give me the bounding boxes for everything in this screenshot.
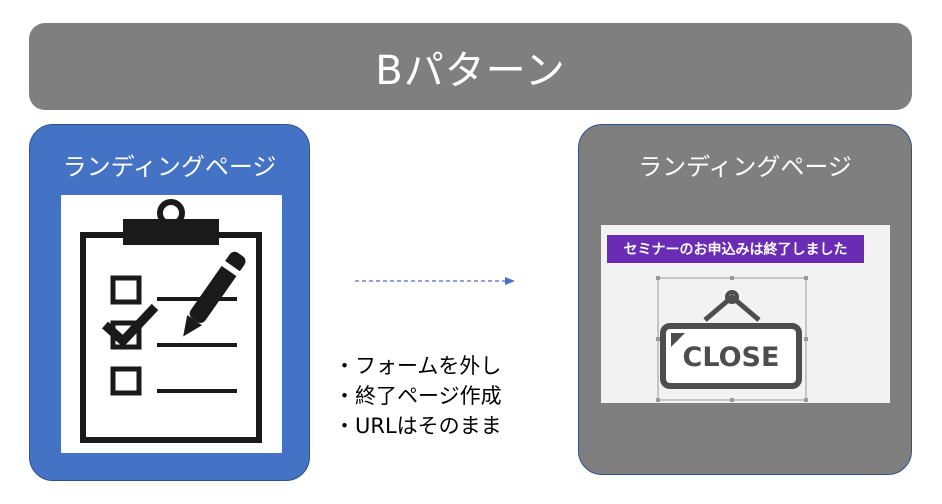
close-sign-icon: CLOSE — [656, 276, 808, 402]
dashed-arrow-right-icon — [355, 277, 515, 285]
checklist-clipboard-icon — [80, 199, 262, 443]
landing-page-before-panel: ランディングページ — [29, 124, 310, 481]
landing-page-after-panel: ランディングページ セミナーのお申込みは終了しました CLOSE — [578, 124, 912, 475]
closed-page-image: セミナーのお申込みは終了しました CLOSE — [601, 225, 890, 403]
landing-page-after-title: ランディングページ — [638, 153, 852, 181]
note-remove-form: ・フォームを外し — [334, 354, 502, 378]
note-create-end-page: ・終了ページ作成 — [334, 384, 502, 408]
landing-page-before-title: ランディングページ — [62, 153, 277, 181]
title-bar: Bパターン — [29, 23, 912, 110]
close-sign-text: CLOSE — [683, 342, 780, 373]
note-keep-url: ・URLはそのまま — [334, 414, 502, 438]
change-notes: ・フォームを外し ・終了ページ作成 ・URLはそのまま — [334, 351, 502, 441]
seminar-closed-banner: セミナーのお申込みは終了しました — [607, 235, 864, 263]
page-title: Bパターン — [375, 47, 566, 94]
form-page-image — [61, 195, 282, 453]
